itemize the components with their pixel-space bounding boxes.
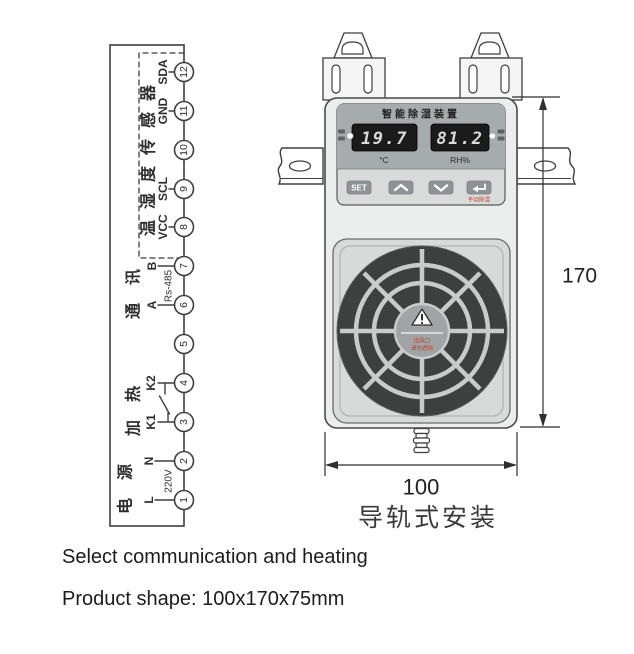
fan-warning-line2: 请勿遮挡 [411,344,434,352]
chevron-down-icon [433,184,449,192]
terminal-number: 5 [178,341,190,347]
terminal: 1 [173,489,195,511]
group-label-sensor: 温湿度传感器 [139,74,158,237]
set-button: SET [346,180,372,195]
panel-title: 智能除湿装置 [382,108,460,121]
indicator-dot-right [488,132,496,140]
terminal-number: 8 [178,224,190,230]
pin-ticks [154,71,176,501]
manual-dehumidify-label: 手动除湿 [468,196,491,204]
terminal: 4 [173,372,195,394]
label-rs485: Rs-485 [164,269,175,302]
terminal: 11 [173,100,195,122]
terminal: 9 [173,178,195,200]
terminal: 2 [173,450,195,472]
up-button [388,180,414,195]
terminal: 8 [173,216,195,238]
label-220v: 220V [164,469,175,493]
group-label-comm: 通讯 [125,251,143,319]
din-rail-left [277,147,324,185]
dim-height-value: 170 [562,265,597,288]
mounting-bracket-left [322,32,386,101]
terminal: 6 [173,294,195,316]
warning-triangle-icon [411,308,433,326]
product-view: 智能除湿装置 19.7 °C 81.2 RH% [277,32,577,454]
fan-spokes [340,249,504,413]
terminal-number: 2 [178,458,190,464]
group-label-heat: 加热 [124,368,143,437]
pin-label: L [142,496,156,503]
humidity-display: 81.2 [430,123,490,152]
dim-arrow-right [504,461,517,469]
pin-label: K1 [144,414,158,430]
terminal-number: 3 [178,419,190,425]
down-button [428,180,454,195]
pin-labels: SDA GND SCL VCC B A K2 K1 N L [142,59,170,504]
heater-switch-symbol [157,382,176,423]
bracket-arch-hole [341,41,364,55]
fan-warning-line1: 出风口 [414,337,431,345]
drain-tube [412,427,431,454]
return-arrow-icon [475,183,486,190]
indicator-right [488,129,505,141]
terminal-number: 6 [178,302,190,308]
pin-label: N [142,457,156,466]
terminal-number: 12 [178,66,190,78]
terminal: 7 [173,255,195,277]
dim-arrow-left [325,461,338,469]
terminal-number: 9 [178,186,190,192]
chevron-up-icon [393,183,409,192]
pin-label: K2 [144,375,158,391]
dim-arrow-up [539,97,547,110]
dimension-annotations: 170 100 导轨式安装 [324,96,597,532]
temp-value: 19.7 [361,129,408,149]
mounting-bracket-right [459,32,523,101]
pin-label: VCC [156,214,170,240]
pin-label: A [145,300,159,309]
mounting-caption: 导轨式安装 [358,504,498,532]
terminal-number: 1 [178,497,190,503]
terminal-circles: 12 11 10 9 8 7 [173,61,195,511]
pin-label: B [145,261,159,270]
pin-label: GND [156,97,170,124]
terminal: 10 [173,139,195,161]
indicator-dot-left [346,132,354,140]
terminal-number: 11 [178,105,190,116]
temp-display: 19.7 [351,123,418,152]
terminal-number: 10 [178,144,190,156]
terminal-block-outline [109,44,185,527]
display-area [337,104,505,169]
terminal: 3 [173,411,195,433]
dim-arrow-down [539,414,547,427]
footer-line-2: Product shape: 100x170x75mm [62,588,345,610]
dim-height-line [512,96,560,428]
sensor-group-box [138,52,185,259]
indicator-left [338,129,354,141]
group-label-power: 电源 [116,446,135,514]
terminal: 5 [173,333,195,355]
fan-section: 出风口 请勿遮挡 [332,238,511,424]
wiring-diagram: 温湿度传感器 通讯 Rs-485 加热 电源 220V SDA GND SCL … [109,44,195,527]
return-arrow-head [472,185,478,193]
pin-label: SDA [156,59,170,85]
humidity-unit: RH% [450,155,470,165]
humidity-value: 81.2 [437,129,484,149]
bracket-arch-hole [478,41,501,55]
fan-hub [393,302,451,360]
din-rail-right [516,147,577,185]
control-panel: 智能除湿装置 19.7 °C 81.2 RH% [336,103,506,206]
dim-width-line [324,432,518,476]
dim-width-value: 100 [403,475,440,500]
pin-label: SCL [156,177,170,201]
terminal-number: 7 [178,263,190,269]
enter-button: 手动除湿 [466,180,492,204]
footer-line-1: Select communication and heating [62,546,368,568]
temp-unit: °C [379,155,389,165]
terminal-number: 4 [178,380,190,386]
set-button-label: SET [351,184,367,193]
fan-grille: 出风口 请勿遮挡 [336,245,508,417]
terminal: 12 [173,61,195,83]
